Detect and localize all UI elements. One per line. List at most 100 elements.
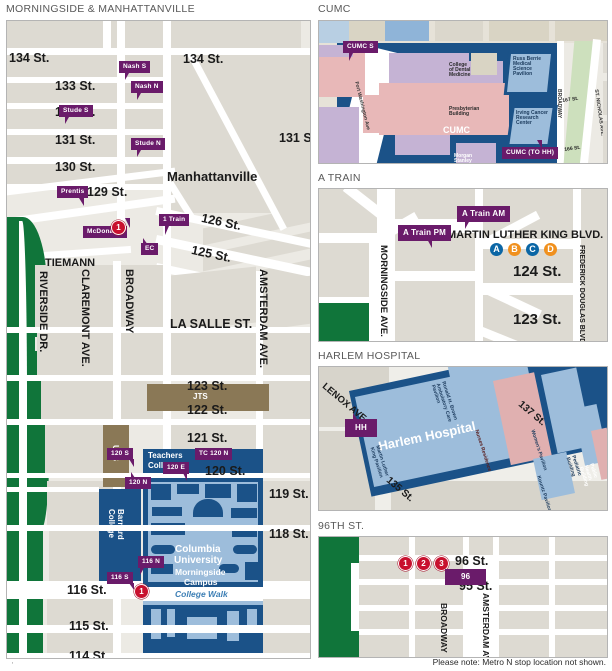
- water: [319, 21, 349, 43]
- street-label: 119 St.: [269, 487, 309, 501]
- map-block: [415, 635, 463, 657]
- tc-label-line2: College: [148, 461, 177, 470]
- map-block: [359, 611, 409, 629]
- south-campus-building: [151, 609, 161, 639]
- map-road: [7, 184, 170, 190]
- stop-tag-120-e[interactable]: 120 E: [163, 462, 189, 474]
- bullet-2[interactable]: 2: [416, 556, 431, 571]
- stop-tag-120-n[interactable]: 120 N: [125, 477, 152, 489]
- stop-tag-120-s[interactable]: 120 S: [107, 448, 133, 460]
- map-road: [7, 157, 170, 164]
- stop-tag-cumc-to-hh[interactable]: CUMC (TO HH): [502, 147, 559, 159]
- ninetysix-panel-title: 96TH ST.: [318, 520, 365, 532]
- subway-bullet-d[interactable]: D: [544, 243, 557, 256]
- map-block: [263, 425, 310, 473]
- main-panel-title: MORNINGSIDE & MANHATTANVILLE: [6, 3, 195, 15]
- map-road: [7, 625, 310, 633]
- avenue-label: CLAREMONT AVE.: [79, 269, 91, 367]
- campus-building: [205, 484, 231, 498]
- campus-label-line3: Morningside: [175, 567, 226, 577]
- cumc-building-label: College of Dental Medicine: [449, 62, 471, 78]
- campus-label-line2: University: [174, 555, 223, 566]
- building-jts: [147, 384, 269, 411]
- bullet-1[interactable]: 1: [134, 584, 149, 599]
- stop-tag-nash-s[interactable]: Nash S: [119, 61, 151, 73]
- main-map[interactable]: JTS UTS Teachers College Barnard College…: [6, 20, 311, 659]
- lasalle-label: LA SALLE ST.: [170, 317, 253, 331]
- harlem-panel-title: HARLEM HOSPITAL: [318, 350, 421, 362]
- street-label: 122 St.: [187, 403, 228, 417]
- map-road: [7, 327, 310, 333]
- avenue-label: MORNINGSIDE AVE.: [378, 245, 389, 337]
- stop-tag-tc-120-n[interactable]: TC 120 N: [195, 448, 233, 460]
- stop-tag-nash-n[interactable]: Nash N: [131, 81, 163, 93]
- stop-tag-a-train-am[interactable]: A Train AM: [457, 206, 511, 222]
- stop-tag-hh[interactable]: HH: [345, 419, 377, 437]
- water: [385, 21, 429, 41]
- college-walk-strip: [143, 587, 263, 601]
- broadway-label: BROADWAY: [556, 89, 562, 119]
- subway-bullet-c[interactable]: C: [526, 243, 539, 256]
- map-block: [263, 531, 310, 581]
- subway-bullet-a[interactable]: A: [490, 243, 503, 256]
- street-label: 118 St.: [269, 527, 309, 541]
- cumc-map[interactable]: College of Dental Medicine Presbyterian …: [318, 20, 608, 164]
- map-road: [163, 21, 171, 658]
- tag-tail: [79, 198, 84, 206]
- bullet-3[interactable]: 3: [434, 556, 449, 571]
- stop-tag-stude-n[interactable]: Stude N: [131, 138, 165, 150]
- campus-label-line1: Columbia: [175, 544, 221, 555]
- bullet-1[interactable]: 1: [398, 556, 413, 571]
- map-block: [7, 55, 117, 77]
- street-label: 133 St.: [55, 79, 96, 93]
- subway-bullet-b[interactable]: B: [508, 243, 521, 256]
- map-road: [7, 129, 170, 135]
- map-block: [603, 121, 607, 163]
- map-road: [7, 581, 143, 599]
- avenue-label: AMSTERDAM AVE.: [257, 269, 269, 368]
- street-label: 131 St.: [55, 133, 96, 147]
- map-road: [7, 487, 99, 492]
- stop-tag-116-s[interactable]: 116 S: [107, 572, 133, 584]
- college-walk-label: College Walk: [175, 589, 228, 599]
- campus-building: [151, 484, 171, 500]
- avenue-label: AMSTERDAM AVE.: [481, 593, 491, 658]
- street-label: 129 St.: [87, 185, 128, 199]
- map-park: [319, 537, 359, 563]
- map-block: [263, 381, 310, 419]
- tag-tail: [137, 93, 141, 100]
- tiemann-label: TIEMANN: [45, 257, 96, 269]
- map-road: [7, 375, 310, 381]
- stop-tag-prentis[interactable]: Prentis: [57, 186, 89, 198]
- tag-tail: [129, 583, 134, 590]
- map-block: [359, 585, 409, 605]
- bullet-1[interactable]: 1: [111, 220, 126, 235]
- map-block: [415, 611, 463, 629]
- map-block: [359, 537, 409, 555]
- map-park: [319, 303, 369, 341]
- map-block: [581, 189, 607, 341]
- stop-tag-116-n[interactable]: 116 N: [138, 556, 164, 568]
- stop-tag-ec[interactable]: EC: [141, 243, 159, 255]
- map-block: [37, 333, 113, 375]
- map-block: [603, 81, 607, 115]
- stop-tag-96[interactable]: 96: [445, 569, 487, 585]
- map-block: [415, 537, 463, 555]
- stop-tag-1-train[interactable]: 1 Train: [159, 214, 190, 226]
- south-campus-edge: [143, 601, 263, 605]
- map-road: [117, 21, 125, 221]
- mlk-blvd-label: MARTIN LUTHER KING BLVD.: [447, 229, 604, 241]
- map-block: [111, 21, 301, 48]
- map-block: [319, 243, 369, 297]
- stop-tag-a-train-pm[interactable]: A Train PM: [398, 225, 452, 241]
- map-road: [483, 283, 573, 295]
- stop-tag-stude-s[interactable]: Stude S: [59, 105, 93, 117]
- cumc-building: [395, 135, 450, 155]
- street-label: 123 St.: [513, 311, 562, 328]
- atrain-map[interactable]: MORNINGSIDE AVE. FREDERICK DOUGLAS BLVD.…: [318, 188, 608, 342]
- stop-tag-cumc-s[interactable]: CUMC S: [343, 41, 378, 53]
- map-block: [359, 635, 409, 657]
- ninetysix-map[interactable]: BROADWAY AMSTERDAM AVE. 96 St. 95 St. 1 …: [318, 536, 608, 658]
- harlem-map[interactable]: Harlem Hospital Ronald H. Brown Ambulato…: [318, 366, 608, 511]
- tag-tail: [131, 472, 135, 478]
